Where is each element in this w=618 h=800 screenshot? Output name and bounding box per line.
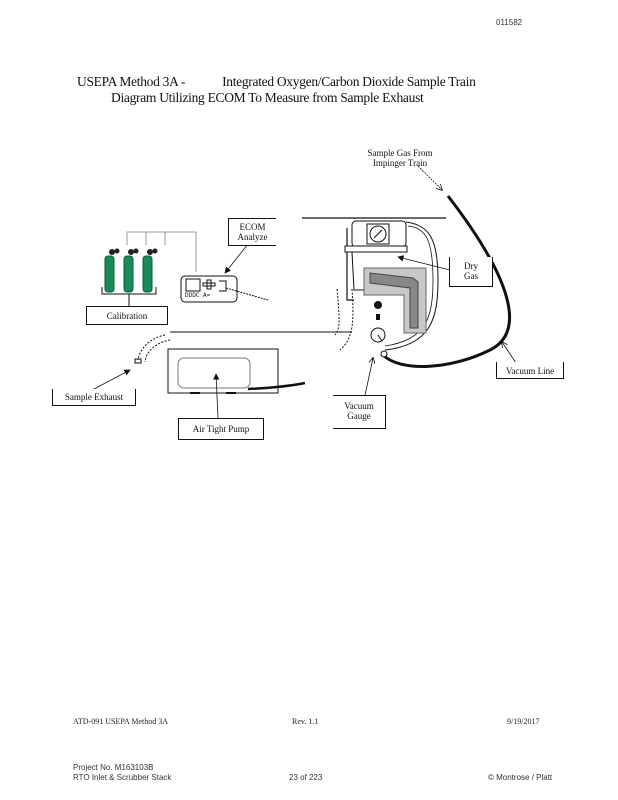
sample-exhaust-arrow [93,369,131,390]
vacuum-line-hose [381,195,512,368]
analyzer-display: DDDC A= [185,292,211,299]
vacuum-gauge-arrow [363,358,373,401]
footer-page: 23 of 223 [289,773,323,782]
air-tight-pump-label-box: Air Tight Pump [178,418,264,440]
vacuum-gauge-label-box: Vacuum Gauge [333,395,386,429]
ecom-arrow [224,243,249,274]
vacuum-gauge-label-line1: Vacuum [344,401,374,411]
calibration-label: Calibration [106,311,148,321]
cylinder-3 [142,255,153,293]
cylinder-2 [123,255,134,293]
calibration-manifold [126,231,197,272]
footer-revision: Rev. 1.1 [292,717,319,726]
sample-gas-arrow [417,165,442,190]
cylinder-1 [104,255,115,293]
label-sample-gas: Sample Gas From Impinger Train [367,148,433,168]
vacuum-line-label-box: Vacuum Line [496,362,564,379]
vacuum-line-label: Vacuum Line [505,366,555,376]
footer-company: © Montrose / Platt [488,773,553,782]
ecom-analyzer-label-box: ECOM Analyze [228,218,276,246]
document-number: 011582 [496,18,523,27]
dry-gas-arrow [397,255,459,273]
ecom-analyzer-device [180,275,269,303]
sample-exhaust-hose [137,334,166,361]
dry-gas-label-line2: Gas [464,271,478,281]
footer-project: Project No. M163103B RTO Inlet & Scrubbe… [73,763,171,783]
title-method: USEPA Method 3A - [77,74,186,89]
footer-doc-id: ATD-091 USEPA Method 3A [73,717,169,726]
air-tight-pump [167,348,306,394]
sample-exhaust-label: Sample Exhaust [64,392,124,402]
title-line-2: Diagram Utilizing ECOM To Measure from S… [111,90,424,105]
sample-exhaust-label-box: Sample Exhaust [52,389,136,406]
pump-arrow [213,373,220,419]
title-subject: Integrated Oxygen/Carbon Dioxide Sample … [222,74,476,89]
gas-cylinders [104,248,158,293]
dry-gas-label-box: Dry Gas [449,257,493,287]
footer-date: 9/19/2017 [507,717,540,726]
calibration-label-box: Calibration [86,306,168,325]
footer-project-number: Project No. M163103B [73,763,154,772]
dry-gas-label-line1: Dry [464,261,478,271]
ecom-label-line1: ECOM [239,222,266,232]
footer-location: RTO Inlet & Scrubber Stack [73,773,172,782]
vacuum-gauge-label-line2: Gauge [347,411,371,421]
air-tight-pump-label: Air Tight Pump [192,424,250,434]
title-line-1: USEPA Method 3A - Integrated Oxygen/Carbo… [77,74,476,90]
dry-gas-meter [344,220,439,358]
ecom-label-line2: Analyze [237,232,268,242]
